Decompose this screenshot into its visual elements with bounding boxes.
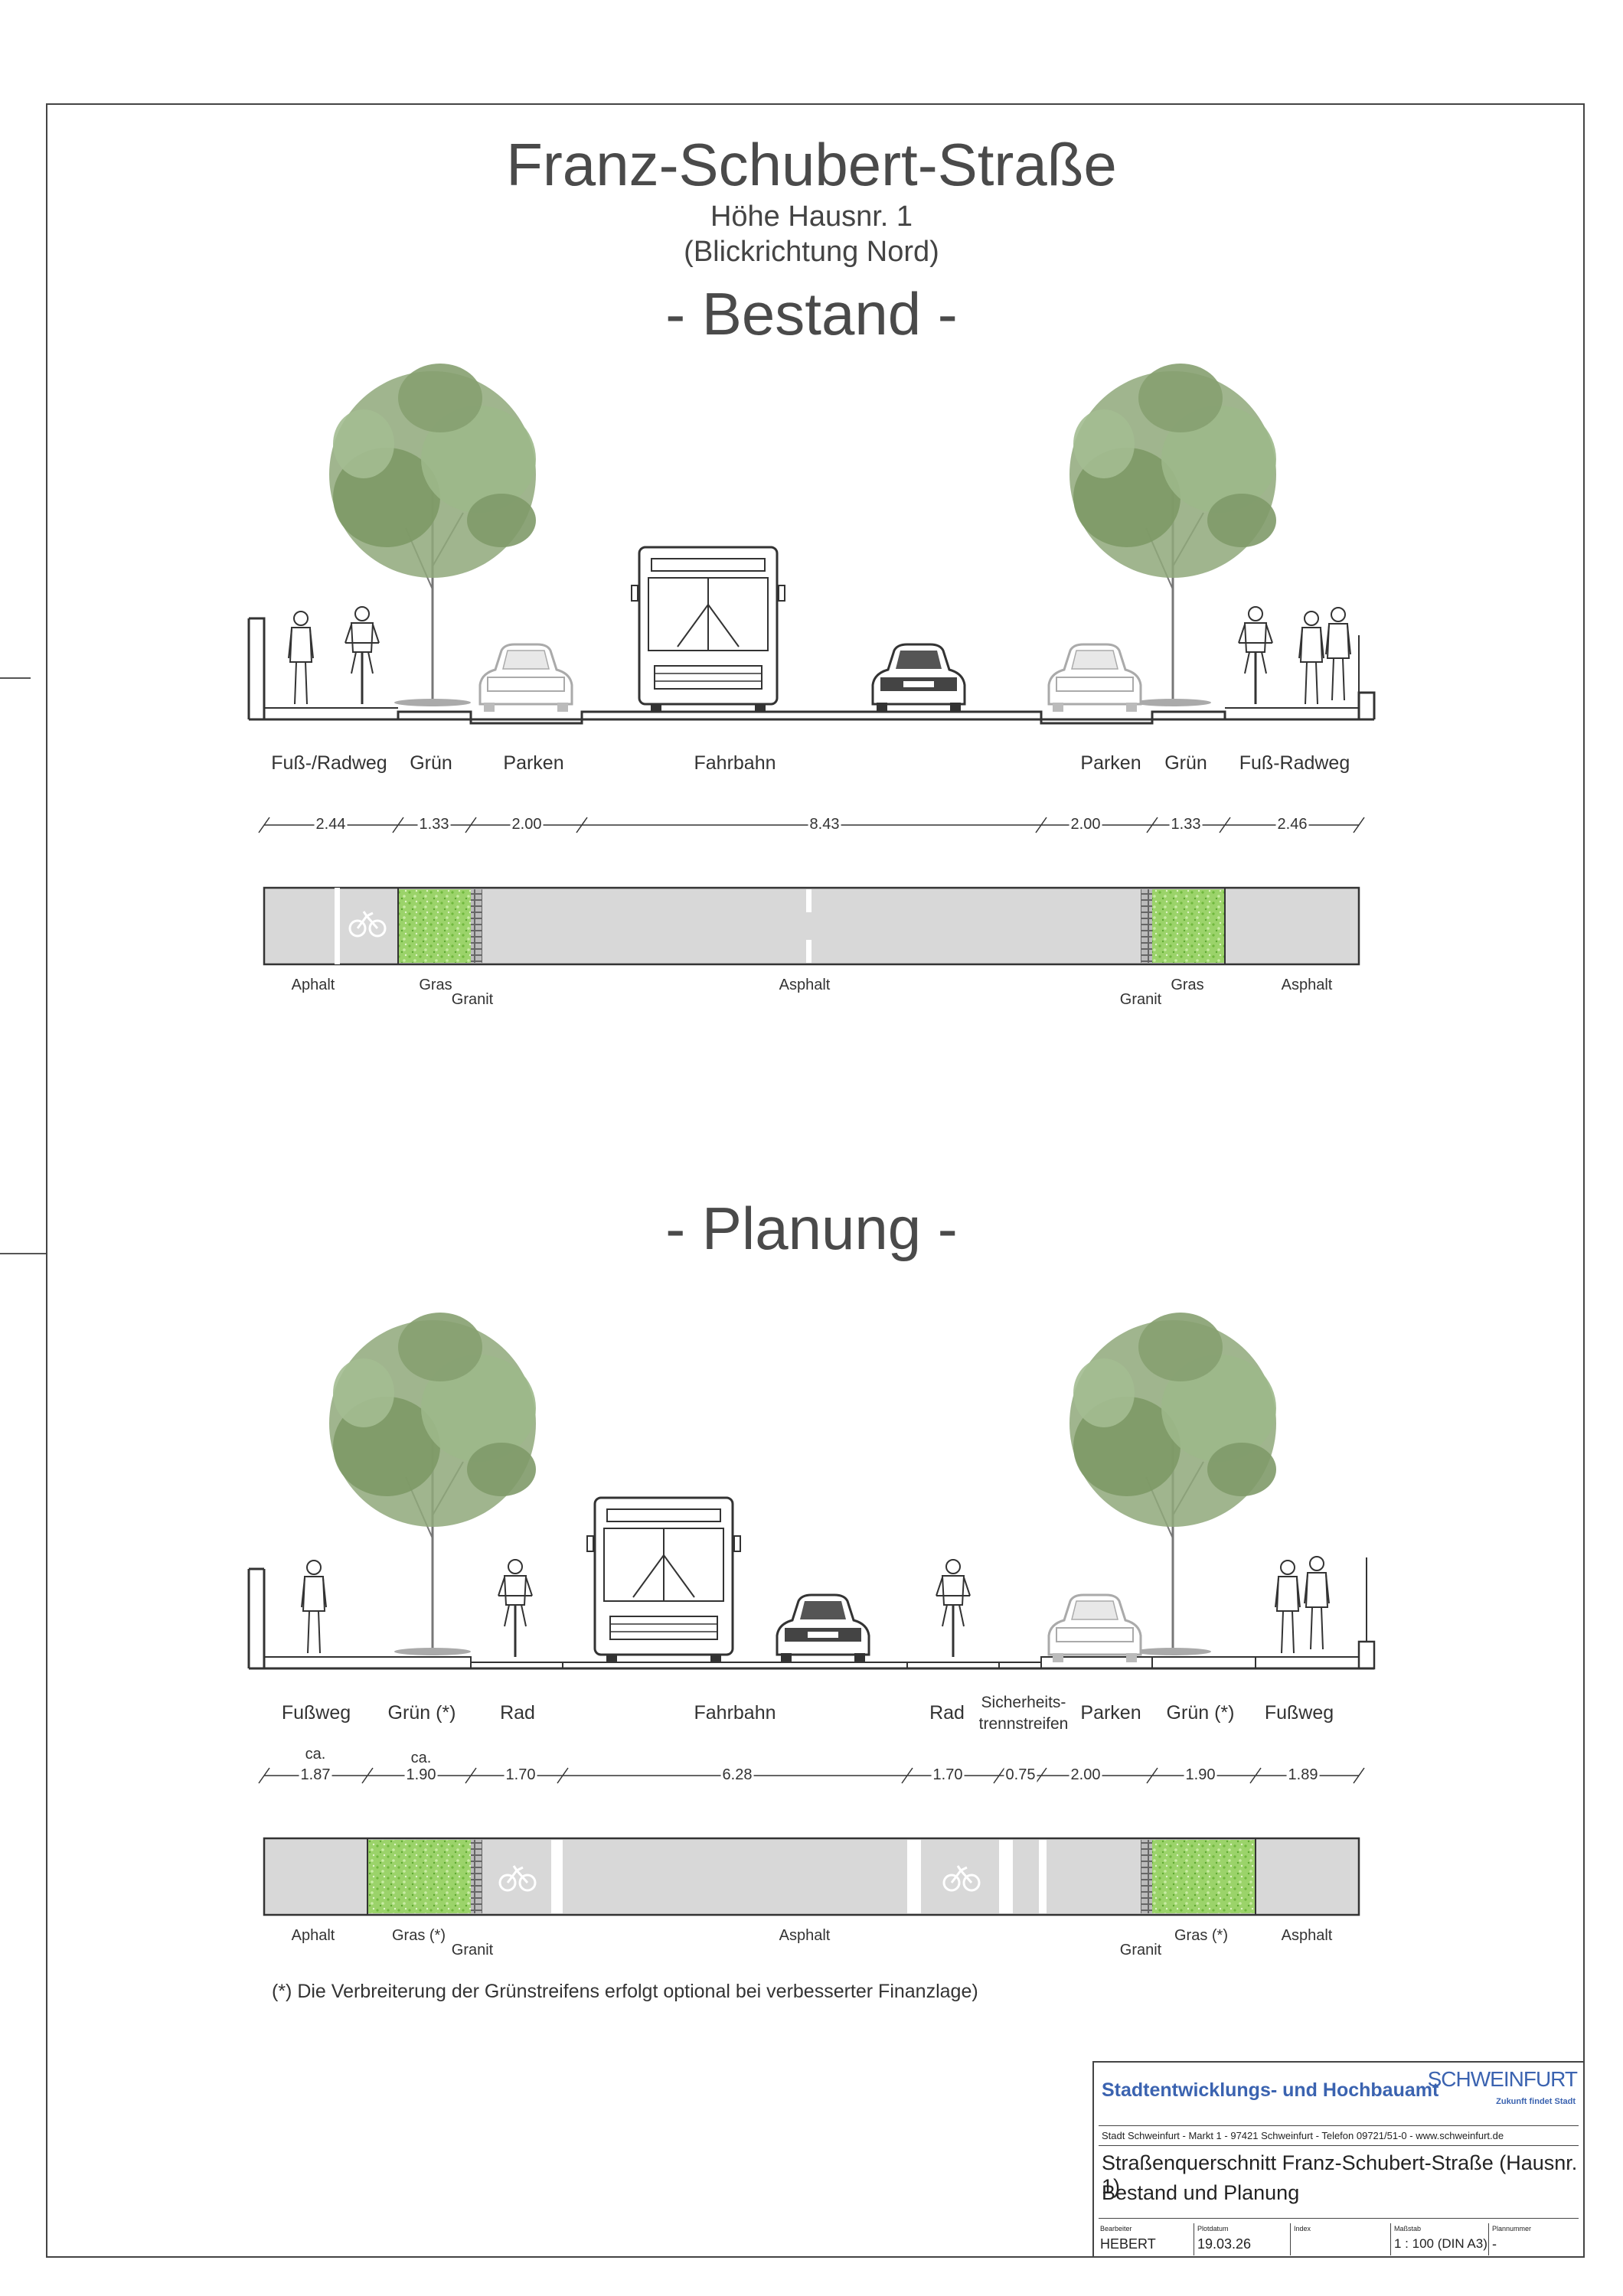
title-block: Stadtentwicklungs- und Hochbauamt SCHWEI… [1092,2061,1585,2258]
department-name: Stadtentwicklungs- und Hochbauamt [1102,2079,1439,2101]
zone-label: Fußweg [1264,1702,1334,1724]
plan-title: Straßenquerschnitt Franz-Schubert-Straße… [1102,2151,1578,2198]
zone-label: trennstreifen [978,1715,1069,1733]
field-plannummer: Plannummer - [1488,2223,1581,2255]
fold-mark [0,677,31,679]
zone-label: Grün (*) [1166,1702,1235,1724]
zone-label: Rad [929,1702,965,1724]
material-label: Aphalt [291,977,335,993]
bestand-section-view [247,362,1376,725]
zone-label: Fahrbahn [694,1702,776,1724]
zone-label: Sicherheits- [981,1694,1066,1711]
field-bearbeiter: Bearbeiter HEBERT [1100,2225,1156,2252]
divider [1099,2125,1579,2126]
dimension-value: 1.90 [404,1766,438,1784]
divider [1099,2218,1579,2219]
field-index: Index [1290,2223,1390,2255]
planung-plan-view [263,1837,1360,1916]
zone-label: Fußweg [281,1702,351,1724]
zone-label: Fahrbahn [694,752,776,774]
divider [1099,2145,1579,2146]
footnote: (*) Die Verbreiterung der Grünstreifens … [272,1981,978,2002]
zone-label: Grün (*) [387,1702,456,1724]
material-label: Asphalt [779,1927,831,1944]
planung-dimension-line [258,1767,1365,1784]
dimension-value: 1.87 [299,1766,332,1784]
city-slogan: Zukunft findet Stadt [1496,2097,1576,2106]
zone-label: Parken [1080,1702,1141,1724]
dimension-value: 2.00 [1069,816,1102,833]
material-label: Granit [1119,1942,1162,1958]
address-line: Stadt Schweinfurt - Markt 1 - 97421 Schw… [1102,2130,1504,2141]
dimension-value: 1.70 [504,1766,537,1784]
material-label: Asphalt [779,977,831,993]
zone-label: Parken [1080,752,1141,774]
drawing-subtitle: (Blickrichtung Nord) [684,236,939,268]
zone-label: Fuß-/Radweg [271,752,387,774]
material-label: Asphalt [1281,1927,1333,1944]
dimension-value: 2.44 [314,816,348,833]
fold-mark [0,1253,46,1254]
material-label: Gras (*) [1174,1927,1228,1944]
dimension-value: 1.90 [1184,1766,1217,1784]
material-label: Aphalt [291,1927,335,1944]
section-title-bestand: - Bestand - [665,280,958,347]
material-label: Granit [451,991,494,1008]
drawing-title: Franz-Schubert-Straße [506,131,1117,198]
zone-label: Grün [410,752,452,774]
dimension-value: 1.33 [417,816,451,833]
zone-label: Parken [503,752,564,774]
section-title-planung: - Planung - [665,1195,958,1262]
dimension-value: 1.33 [1169,816,1203,833]
planung-section-view [247,1311,1376,1670]
material-label: Gras [1171,977,1204,993]
dimension-value: 1.70 [931,1766,965,1784]
material-label: Granit [1119,991,1162,1008]
drawing-frame [46,103,1585,2258]
dimension-value: 1.89 [1286,1766,1320,1784]
approx-label: ca. [410,1750,432,1766]
dimension-value: 2.00 [510,816,544,833]
dimension-value: 2.00 [1069,1766,1102,1784]
zone-label: Fuß-Radweg [1239,752,1350,774]
city-logo: SCHWEINFURT [1427,2067,1578,2091]
material-label: Gras (*) [392,1927,446,1944]
dimension-value: 8.43 [808,816,841,833]
dimension-value: 0.75 [1004,1766,1037,1784]
dimension-value: 6.28 [720,1766,754,1784]
field-plotdatum: Plotdatum 19.03.26 [1194,2223,1286,2255]
material-label: Gras [419,977,452,993]
zone-label: Rad [500,1702,535,1724]
dimension-value: 2.46 [1275,816,1309,833]
zone-label: Grün [1164,752,1207,774]
drawing-subtitle: Höhe Hausnr. 1 [710,201,913,233]
field-massstab: Maßstab 1 : 100 (DIN A3) [1390,2223,1487,2255]
material-label: Asphalt [1281,977,1333,993]
approx-label: ca. [305,1746,326,1763]
plan-subtitle: Bestand und Planung [1102,2181,1300,2204]
material-label: Granit [451,1942,494,1958]
bestand-plan-view [263,886,1360,966]
